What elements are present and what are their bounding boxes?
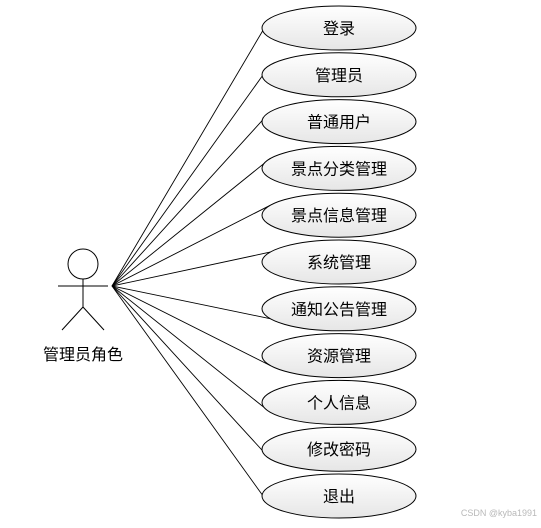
use-case[interactable]: 普通用户 xyxy=(261,99,417,145)
association-line xyxy=(111,285,271,366)
actor-label: 管理员角色 xyxy=(43,345,123,364)
use-case-label: 景点分类管理 xyxy=(291,159,387,178)
use-case-ellipse[interactable] xyxy=(261,52,417,98)
use-case[interactable]: 景点分类管理 xyxy=(261,145,417,191)
association-line xyxy=(111,204,271,287)
use-case-label: 登录 xyxy=(323,19,355,38)
use-case[interactable]: 退出 xyxy=(261,473,417,519)
use-case-ellipse[interactable] xyxy=(261,286,417,332)
association-line xyxy=(111,285,271,460)
use-case-ellipse[interactable] xyxy=(261,473,417,519)
use-case-ellipse[interactable] xyxy=(261,145,417,191)
association-line xyxy=(111,251,271,287)
use-case-ellipse[interactable] xyxy=(261,333,417,379)
use-case[interactable]: 资源管理 xyxy=(261,333,417,379)
use-case[interactable]: 景点信息管理 xyxy=(261,192,417,238)
use-case[interactable]: 管理员 xyxy=(261,52,417,98)
use-case-ellipse[interactable] xyxy=(261,99,417,145)
actor-stick-figure: 管理员角色 xyxy=(43,248,123,364)
use-case[interactable]: 个人信息 xyxy=(261,379,417,425)
use-case-ellipse[interactable] xyxy=(261,5,417,51)
use-case[interactable]: 系统管理 xyxy=(261,239,417,285)
use-case-label: 系统管理 xyxy=(307,253,371,272)
association-line xyxy=(111,64,271,287)
association-line xyxy=(111,111,271,287)
use-case[interactable]: 登录 xyxy=(261,5,417,51)
use-cases: 登录管理员普通用户景点分类管理景点信息管理系统管理通知公告管理资源管理个人信息修… xyxy=(261,5,417,519)
actor-right-leg xyxy=(82,306,105,331)
use-case-label: 普通用户 xyxy=(307,113,371,132)
use-case-label: 资源管理 xyxy=(307,347,371,366)
use-case[interactable]: 修改密码 xyxy=(261,426,417,472)
actor-head xyxy=(67,248,99,280)
use-case-ellipse[interactable] xyxy=(261,239,417,285)
use-case-label: 退出 xyxy=(323,487,355,506)
use-case[interactable]: 通知公告管理 xyxy=(261,286,417,332)
association-line xyxy=(111,285,271,507)
association-lines xyxy=(111,17,271,507)
use-case-label: 管理员 xyxy=(315,66,363,85)
use-case-label: 个人信息 xyxy=(307,393,371,412)
use-case-ellipse[interactable] xyxy=(261,192,417,238)
association-line xyxy=(111,17,271,287)
use-case-label: 修改密码 xyxy=(307,440,371,459)
association-line xyxy=(111,285,271,413)
use-case-label: 通知公告管理 xyxy=(291,300,387,319)
use-case-label: 景点信息管理 xyxy=(291,206,387,225)
watermark: CSDN @kyba1991 xyxy=(460,508,537,518)
use-case-ellipse[interactable] xyxy=(261,379,417,425)
actor-left-leg xyxy=(61,306,84,331)
association-line xyxy=(111,158,271,287)
association-line xyxy=(111,285,271,320)
use-case-ellipse[interactable] xyxy=(261,426,417,472)
